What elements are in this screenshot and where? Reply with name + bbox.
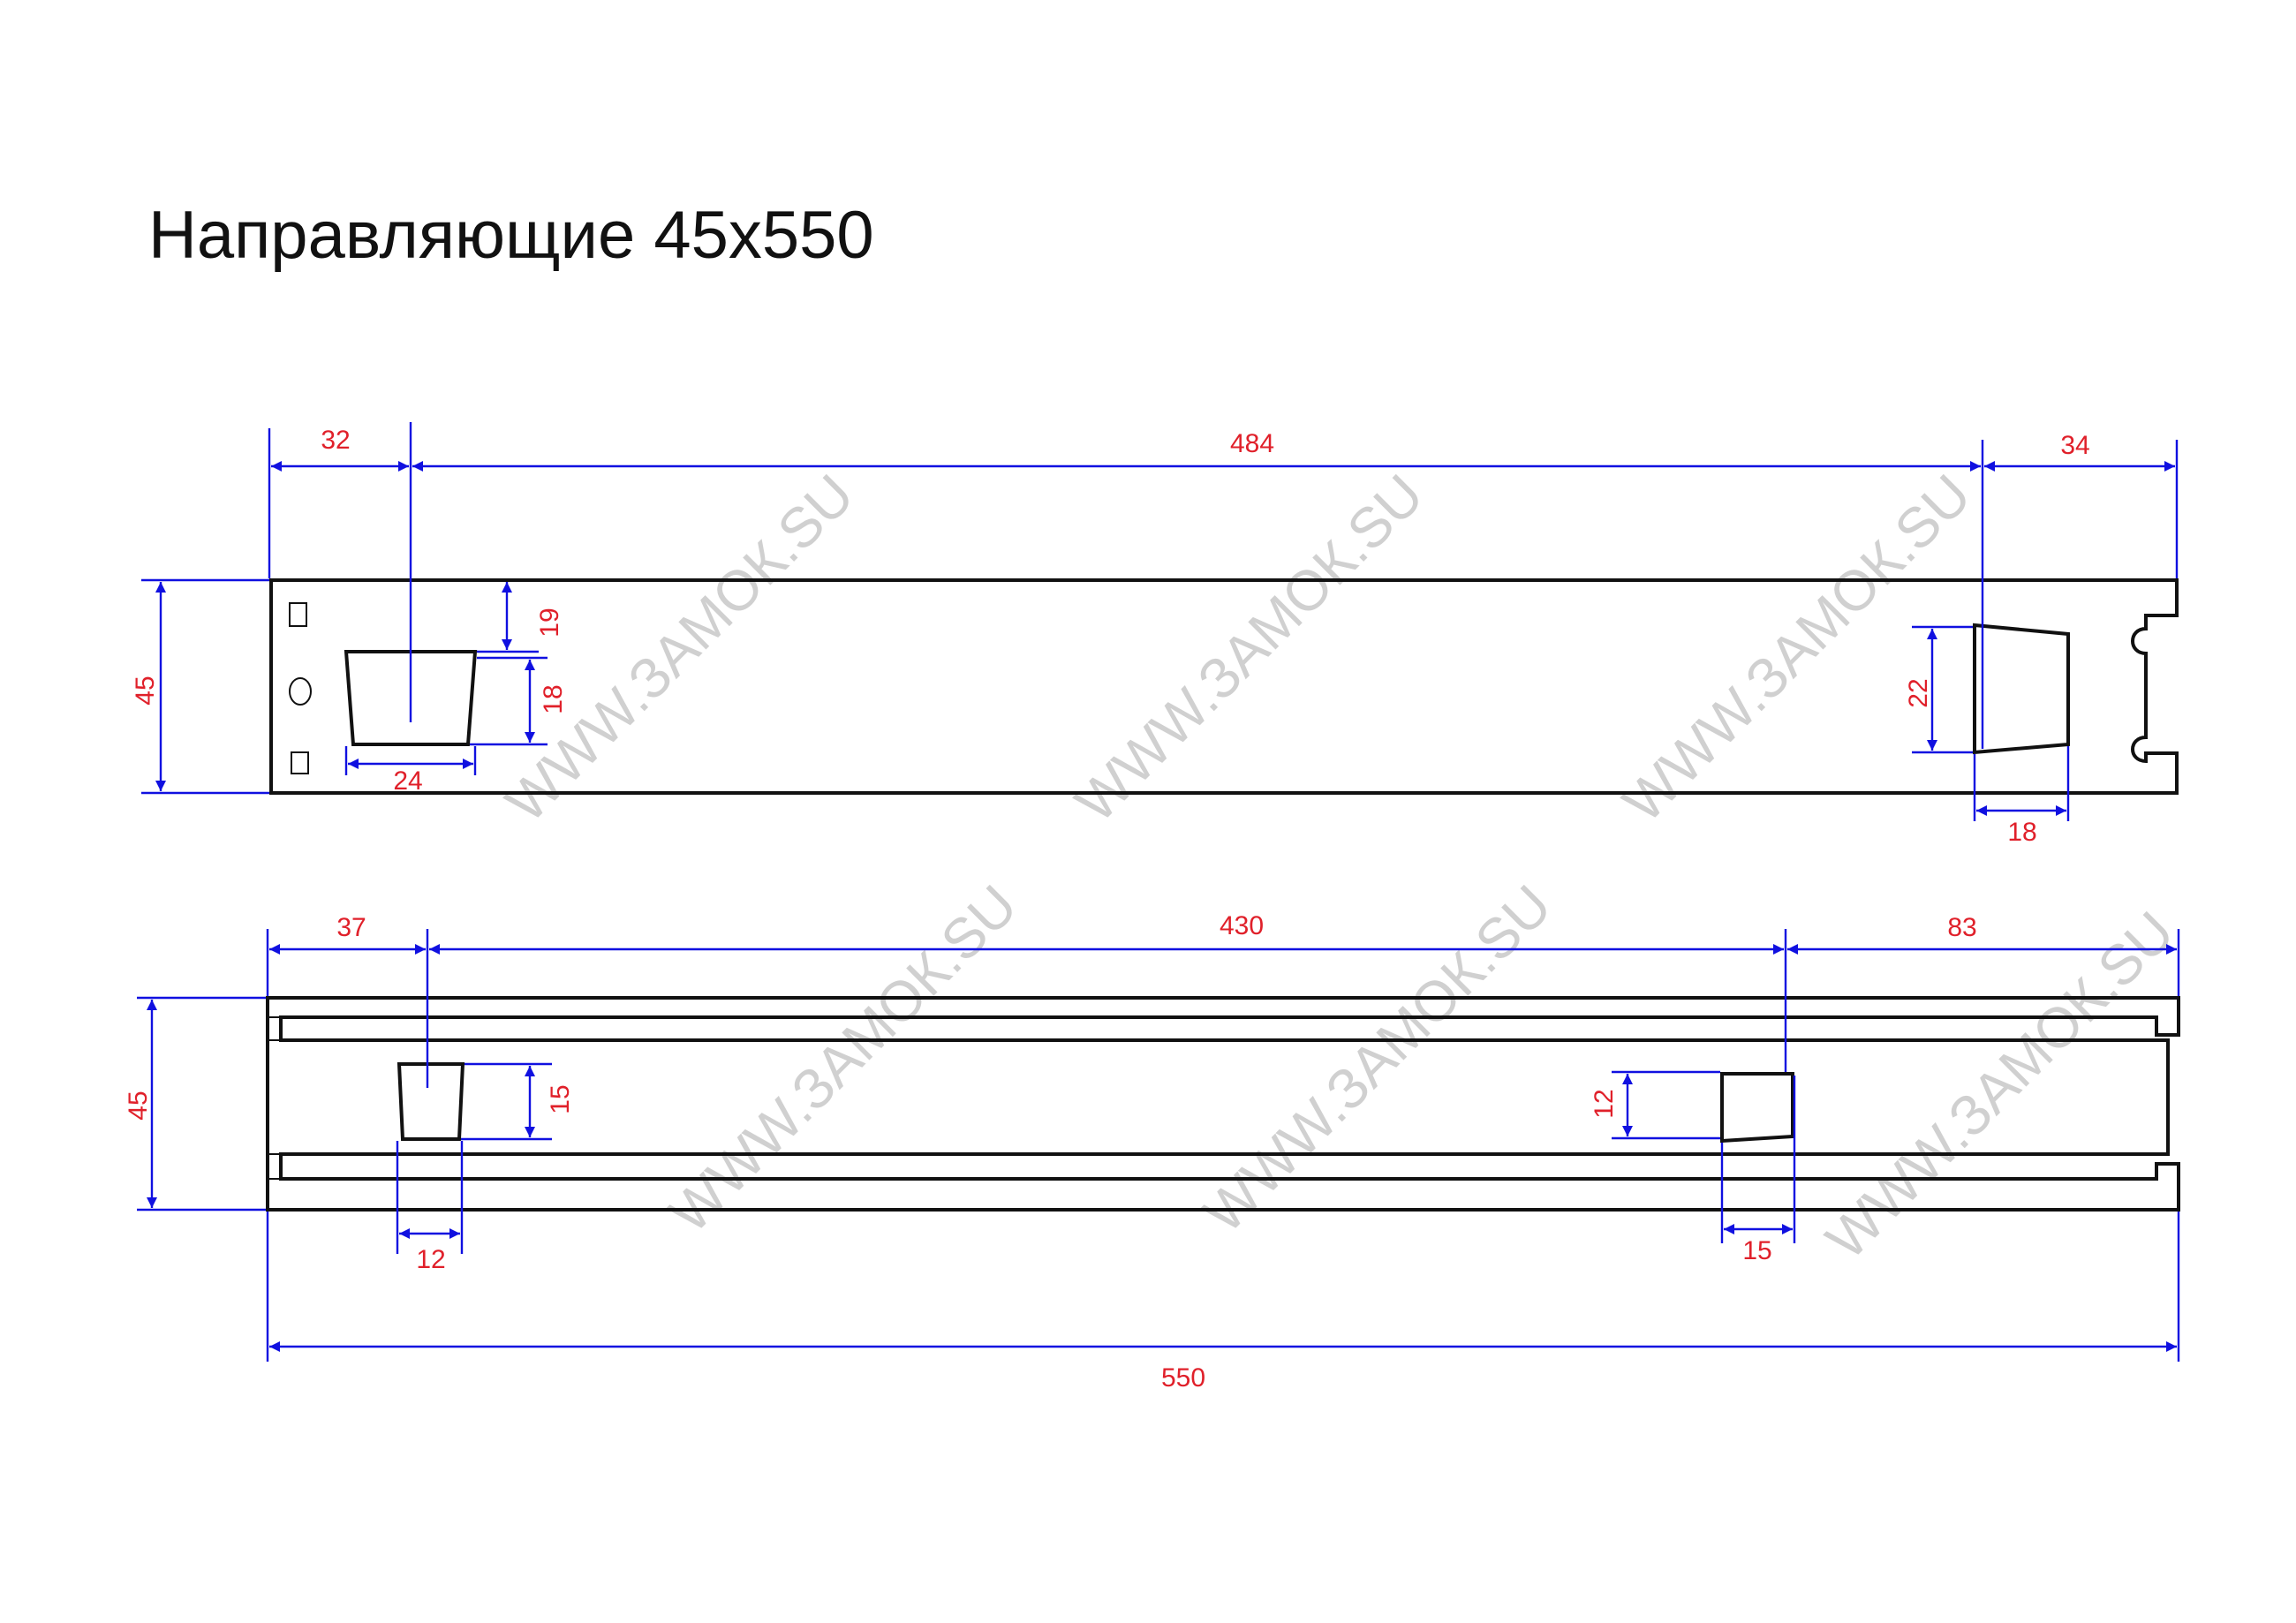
bottom-rail-outer-profile <box>266 996 2180 1212</box>
dim-total-length: 550 <box>1161 1363 1205 1393</box>
top-left-slot <box>344 650 478 746</box>
drawing-title: Направляющие 45x550 <box>148 198 874 273</box>
square-hole-bottom <box>291 751 309 774</box>
dim-top-center-span: 484 <box>1230 429 1274 458</box>
square-hole-top <box>289 602 307 627</box>
dim-top-height: 45 <box>131 676 160 705</box>
top-right-tab <box>1973 623 2070 755</box>
dim-top-right-offset: 34 <box>2060 431 2089 460</box>
dim-top-slot-offset: 19 <box>535 608 564 637</box>
dim-top-tab-width: 18 <box>2007 818 2036 847</box>
dim-top-slot-height: 18 <box>539 684 568 713</box>
watermark-6: WWW.ЗАМОК.SU <box>1814 900 2186 1272</box>
dim-top-slot-width: 24 <box>393 766 422 796</box>
bottom-right-slot <box>1720 1072 1794 1144</box>
top-view: 32 484 34 45 19 18 24 22 18 <box>131 422 2179 847</box>
watermark-1: WWW.ЗАМОК.SU <box>494 463 865 834</box>
dim-bottom-right-slot-height: 12 <box>1590 1089 1619 1118</box>
dim-bottom-right-slot-width: 15 <box>1742 1236 1771 1265</box>
dim-bottom-left-slot-height: 15 <box>546 1084 575 1113</box>
dim-top-left-offset: 32 <box>321 426 350 455</box>
top-rail-outline <box>269 578 2179 795</box>
dim-bottom-right-offset: 83 <box>1947 913 1976 942</box>
watermark-2: WWW.ЗАМОК.SU <box>1063 463 1435 834</box>
watermark-4: WWW.ЗАМОК.SU <box>657 873 1029 1245</box>
watermarks: WWW.ЗАМОК.SU WWW.ЗАМОК.SU WWW.ЗАМОК.SU W… <box>494 463 2186 1272</box>
watermark-3: WWW.ЗАМОК.SU <box>1611 463 1983 834</box>
dim-bottom-left-slot-width: 12 <box>416 1245 445 1274</box>
dim-bottom-center-span: 430 <box>1220 911 1264 940</box>
dim-bottom-height: 45 <box>124 1091 153 1120</box>
dim-bottom-left-offset: 37 <box>336 913 366 942</box>
bottom-view: 37 430 83 45 15 12 12 15 550 <box>124 911 2180 1393</box>
dim-top-tab-height: 22 <box>1904 678 1933 707</box>
round-hole <box>289 677 312 706</box>
bottom-left-slot <box>397 1062 465 1141</box>
